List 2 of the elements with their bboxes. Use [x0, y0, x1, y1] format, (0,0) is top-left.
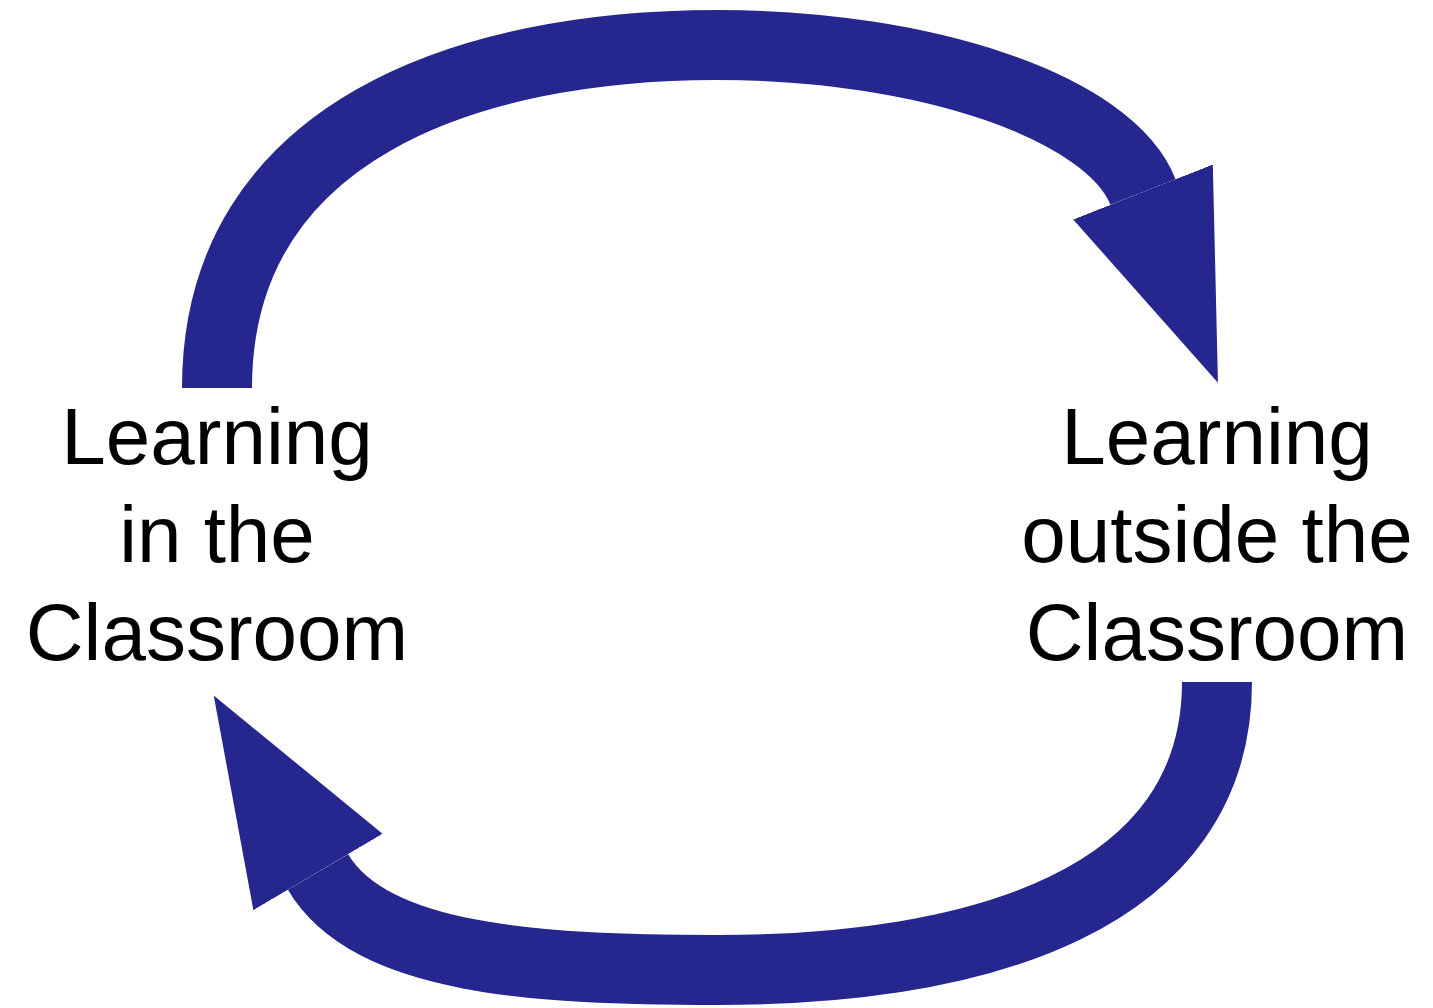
node-label: Learning outside the Classroom: [1020, 391, 1414, 679]
node-label: Learning in the Classroom: [24, 391, 410, 679]
